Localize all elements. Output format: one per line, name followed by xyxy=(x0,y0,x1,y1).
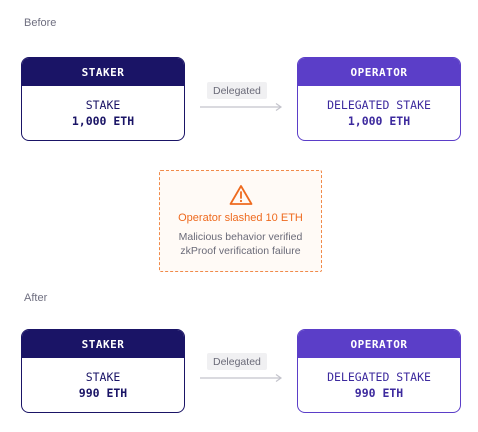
after-label: After xyxy=(24,292,48,304)
after-arrow-icon xyxy=(200,374,283,382)
slash-line1: Malicious behavior verified xyxy=(178,231,303,243)
slash-event-box: Operator slashed 10 ETH Malicious behavi… xyxy=(159,170,322,272)
before-staker-box: STAKER STAKE 1,000 ETH xyxy=(21,57,185,141)
before-staker-line2: 1,000 ETH xyxy=(71,114,135,128)
before-operator-line1: DELEGATED STAKE xyxy=(327,98,431,112)
before-staker-header: STAKER xyxy=(22,58,184,86)
slash-title: Operator slashed 10 ETH xyxy=(178,212,303,224)
before-operator-body: DELEGATED STAKE 1,000 ETH xyxy=(298,86,460,140)
before-label: Before xyxy=(24,17,57,29)
before-staker-line1: STAKE xyxy=(85,98,121,112)
after-staker-line2: 990 ETH xyxy=(78,386,128,400)
before-operator-header: OPERATOR xyxy=(298,58,460,86)
before-edge-label: Delegated xyxy=(207,82,267,99)
after-operator-header: OPERATOR xyxy=(298,330,460,358)
after-operator-line2: 990 ETH xyxy=(354,386,404,400)
after-operator-body: DELEGATED STAKE 990 ETH xyxy=(298,358,460,412)
before-staker-body: STAKE 1,000 ETH xyxy=(22,86,184,140)
after-staker-body: STAKE 990 ETH xyxy=(22,358,184,412)
after-operator-line1: DELEGATED STAKE xyxy=(327,370,431,384)
after-staker-box: STAKER STAKE 990 ETH xyxy=(21,329,185,413)
before-operator-line2: 1,000 ETH xyxy=(347,114,411,128)
after-operator-box: OPERATOR DELEGATED STAKE 990 ETH xyxy=(297,329,461,413)
after-staker-line1: STAKE xyxy=(85,370,121,384)
after-edge-label: Delegated xyxy=(207,353,267,370)
warning-triangle-icon xyxy=(229,185,252,205)
slash-line2: zkProof verification failure xyxy=(180,245,301,257)
before-operator-box: OPERATOR DELEGATED STAKE 1,000 ETH xyxy=(297,57,461,141)
before-arrow-icon xyxy=(200,103,283,111)
after-staker-header: STAKER xyxy=(22,330,184,358)
